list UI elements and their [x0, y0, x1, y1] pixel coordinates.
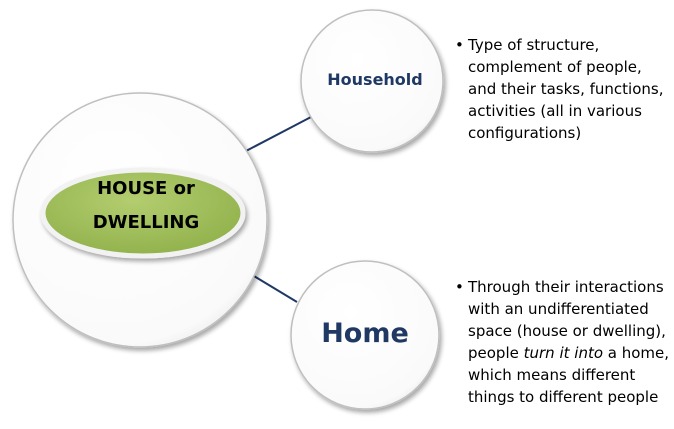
home-label: Home: [321, 318, 409, 349]
home-desc-line: people turn it into a home,: [455, 342, 669, 364]
household-desc-line: Type of structure,: [468, 36, 600, 54]
house-label-line1: HOUSE or: [97, 178, 195, 199]
home-desc-line: space (house or dwelling),: [468, 322, 666, 340]
house-or-dwelling-label: HOUSE or DWELLING: [50, 172, 242, 240]
household-circle: [300, 9, 444, 153]
household-desc-line: complement of people,: [468, 58, 642, 76]
bullet-dot: •: [455, 36, 464, 54]
house-ellipse: [40, 167, 246, 259]
household-description: • Type of structure, complement of peopl…: [455, 34, 664, 144]
home-desc-line: with an undifferentiated: [468, 300, 649, 318]
home-desc-text: a home,: [603, 344, 670, 362]
home-desc-text: people: [468, 344, 524, 362]
home-circle: [290, 260, 440, 410]
home-desc-line: which means different: [468, 366, 636, 384]
home-desc-line: Through their interactions: [468, 278, 664, 296]
home-desc-emphasis: turn it into: [523, 344, 604, 362]
home-desc-line: things to different people: [468, 388, 659, 406]
home-description: • Through their interactions with an und…: [455, 276, 669, 408]
connector-household: [245, 116, 312, 152]
household-desc-line: configurations): [468, 124, 582, 142]
household-label: Household: [327, 70, 423, 89]
household-desc-line: activities (all in various: [468, 102, 642, 120]
house-label-line2: DWELLING: [92, 212, 200, 233]
household-desc-line: and their tasks, functions,: [468, 80, 664, 98]
bullet-dot: •: [455, 278, 464, 296]
